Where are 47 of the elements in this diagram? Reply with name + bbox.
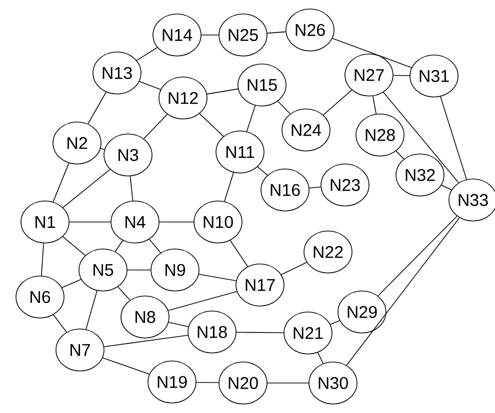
edge-line	[104, 334, 188, 348]
edge-line	[139, 81, 161, 90]
edge-line	[383, 92, 460, 184]
edge-line	[88, 92, 106, 124]
edge-line	[199, 113, 224, 137]
edge-line	[378, 216, 458, 296]
edge-line	[317, 352, 324, 364]
edge-line	[280, 262, 308, 276]
edge-line	[198, 274, 236, 282]
edge-line	[53, 314, 67, 333]
edge-line	[230, 240, 248, 267]
edge-line	[206, 88, 238, 94]
edge-line	[332, 38, 412, 68]
edge-line	[246, 105, 256, 132]
edge-line	[393, 74, 410, 76]
edge-line	[86, 290, 98, 330]
edge-line	[277, 100, 291, 114]
edge-line	[257, 166, 268, 176]
edge-line	[102, 358, 150, 374]
edge-line	[236, 332, 284, 334]
edge-line	[168, 291, 238, 311]
edge-line	[396, 150, 404, 160]
edge-line	[308, 186, 322, 188]
edge-line	[440, 96, 467, 180]
edge-line	[62, 169, 110, 208]
edge-line	[168, 322, 189, 328]
edge-line	[52, 162, 70, 202]
edge-line	[118, 286, 130, 301]
edge-line	[149, 238, 161, 254]
edge-line	[346, 217, 460, 366]
edge-line	[196, 382, 219, 384]
edge-line	[372, 96, 377, 114]
edge-line	[224, 172, 234, 202]
edge-line	[136, 47, 158, 61]
edge-line	[441, 184, 452, 190]
edge-line	[143, 114, 168, 140]
edge-line	[62, 236, 86, 256]
edge-line	[130, 176, 134, 202]
edge-line	[201, 34, 219, 36]
edge-line	[330, 320, 340, 325]
edge-line	[100, 148, 105, 150]
edge-line	[114, 240, 124, 252]
edge-line	[322, 90, 352, 116]
edge-line	[266, 31, 286, 34]
edge-line	[62, 279, 82, 288]
edge-line	[267, 382, 309, 384]
edge-line	[41, 242, 44, 276]
